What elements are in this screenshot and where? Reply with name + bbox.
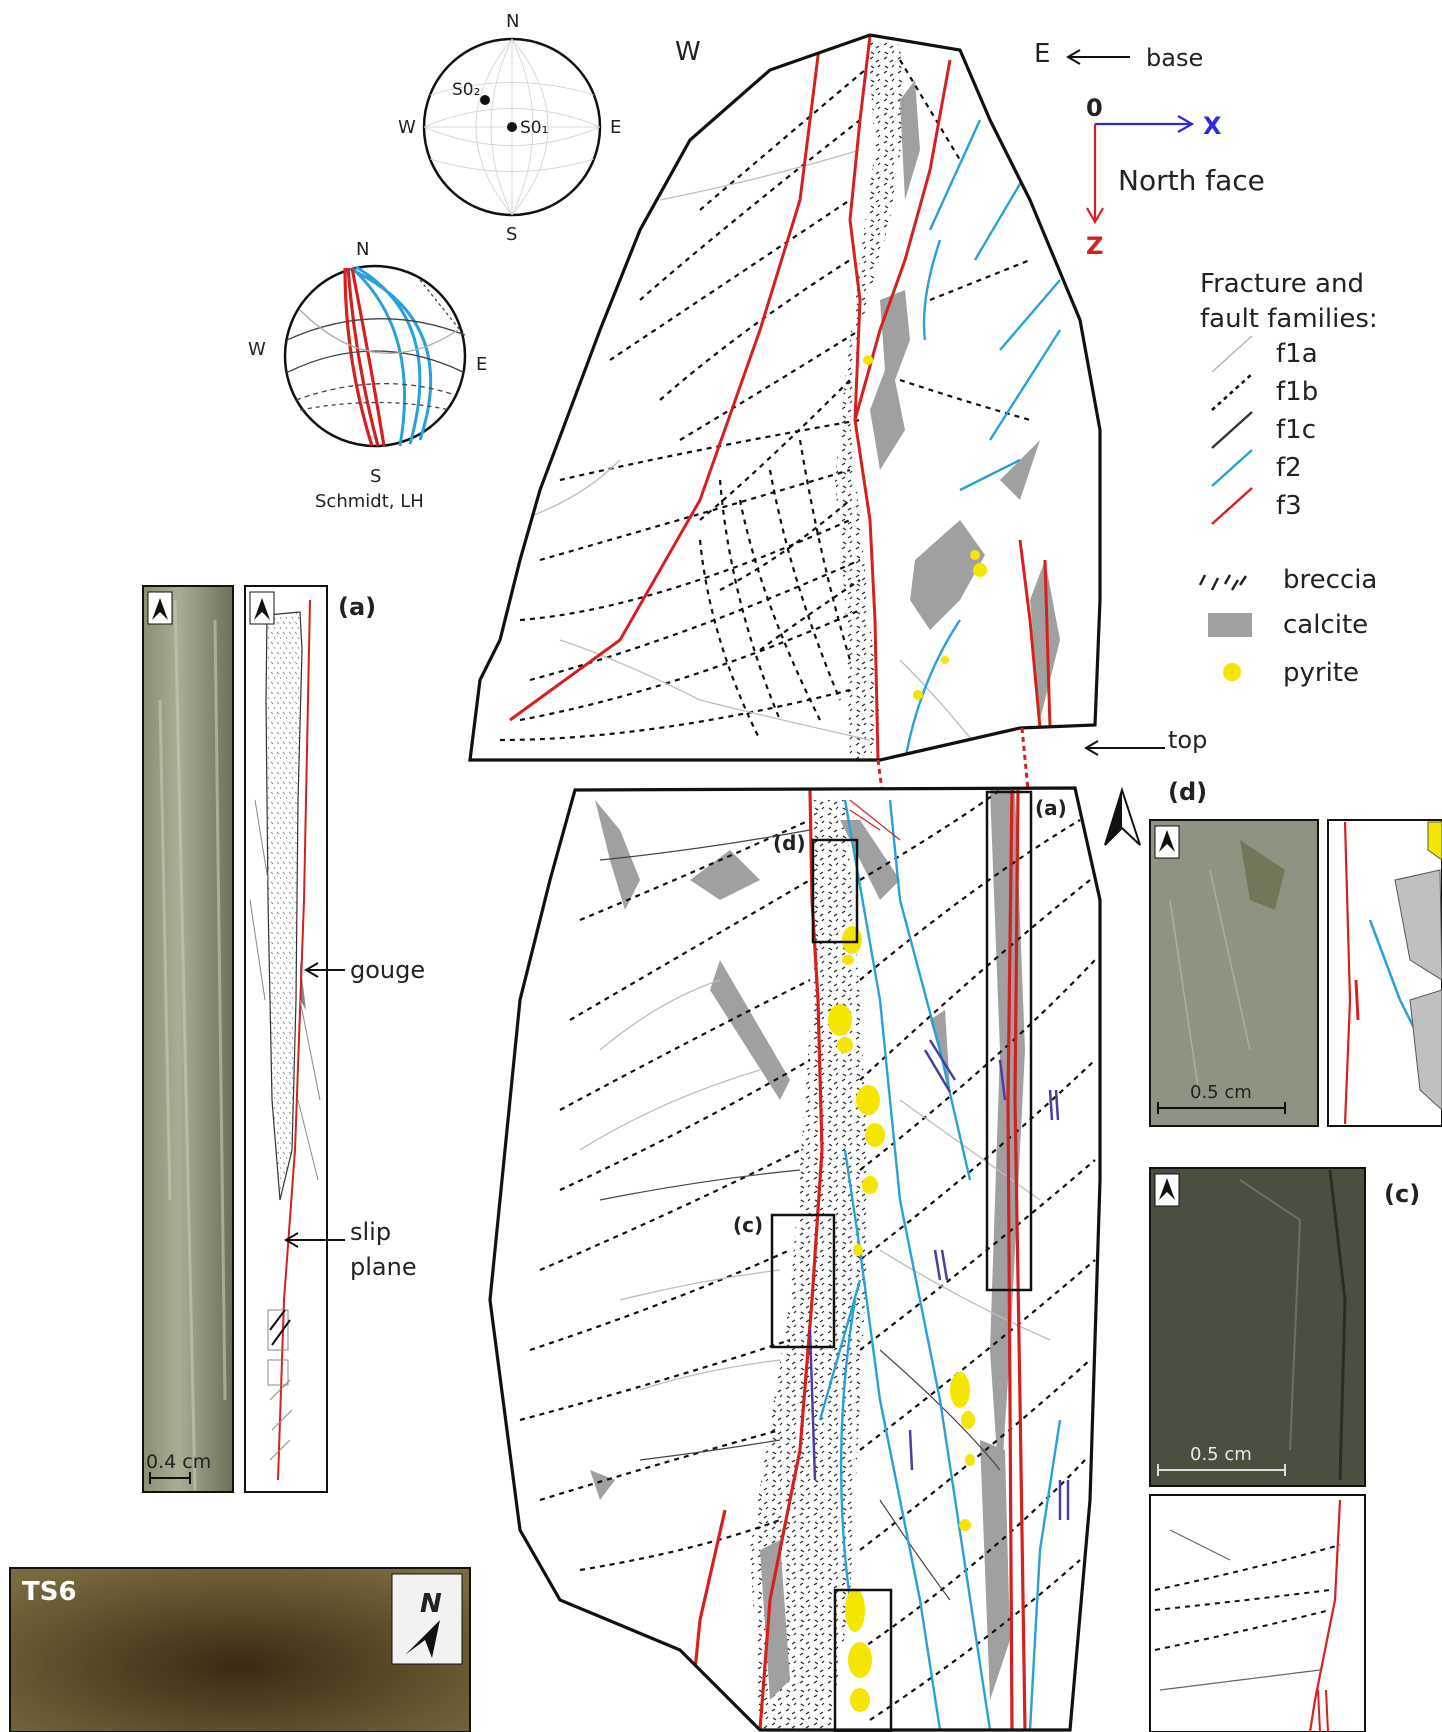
pole-s02-label: S0₂ — [452, 80, 480, 100]
thin-section-ts6: TS6 N — [10, 1568, 470, 1732]
legend-label-f1c: f1c — [1276, 415, 1316, 445]
stereo1-south: S — [506, 224, 517, 245]
legend-breccia-swatch — [1200, 575, 1246, 590]
panel-a: 0.4 cm (a) gouge slip plane — [143, 586, 425, 1492]
east-label: E — [1034, 39, 1050, 69]
legend-swatch-f2 — [1212, 450, 1252, 486]
legend-pyrite-label: pyrite — [1283, 658, 1359, 688]
slip-label-2: plane — [350, 1253, 417, 1281]
pole-s02-point — [480, 95, 490, 105]
stereo2-caption: Schmidt, LH — [315, 491, 424, 512]
pole-s01-label: S0₁ — [520, 118, 548, 138]
legend: Fracture and fault families: f1a f1b f1c f2… — [1200, 269, 1378, 688]
legend-lines: f1a f1b f1c f2 f3 — [1212, 336, 1318, 524]
west-label: W — [675, 37, 701, 67]
stereo1-west: W — [398, 117, 416, 138]
section-label-a: (a) — [1035, 796, 1067, 820]
panel-a-scale: 0.4 cm — [146, 1451, 211, 1473]
gouge-label: gouge — [350, 956, 425, 984]
stereonet-poles: N S E W S0₁ S0₂ — [398, 11, 621, 245]
legend-breccia-label: breccia — [1283, 565, 1377, 595]
panel-d: (d) 0.5 cm — [1150, 778, 1442, 1126]
x-axis-label: X — [1203, 112, 1222, 140]
panel-d-scale: 0.5 cm — [1190, 1082, 1252, 1103]
panel-d-label: (d) — [1168, 778, 1207, 806]
base-label: base — [1146, 44, 1203, 72]
legend-pyrite-swatch — [1223, 663, 1241, 681]
stereo2-north: N — [356, 239, 369, 260]
slip-label-1: slip — [350, 1218, 391, 1246]
north-face-label: North face — [1118, 164, 1265, 197]
origin-label: 0 — [1086, 94, 1103, 122]
stereo1-north: N — [506, 11, 519, 32]
legend-label-f1b: f1b — [1276, 377, 1318, 407]
z-axis-label: Z — [1086, 232, 1103, 260]
panel-c: (c) 0.5 cm — [1150, 1168, 1420, 1732]
panel-c-photo — [1150, 1168, 1365, 1486]
stereonet-planes: N E W S Schmidt, LH — [248, 239, 487, 512]
ts6-north-label: N — [420, 1589, 442, 1619]
sample-map-bottom: (d) (c) (a) — [490, 788, 1100, 1732]
legend-swatch-f1b — [1212, 374, 1252, 410]
stereo2-west: W — [248, 339, 266, 360]
base-arrow — [1068, 50, 1130, 64]
x-axis-arrow — [1095, 116, 1192, 132]
panel-c-scale: 0.5 cm — [1190, 1444, 1252, 1465]
ts6-label: TS6 — [22, 1577, 77, 1607]
panel-a-label: (a) — [338, 593, 376, 621]
legend-title-2: fault families: — [1200, 304, 1378, 334]
pole-s01-point — [507, 122, 517, 132]
legend-label-f3: f3 — [1276, 491, 1302, 521]
legend-label-f2: f2 — [1276, 453, 1302, 483]
stereo1-east: E — [610, 117, 621, 138]
top-arrow — [1086, 741, 1165, 755]
top-label: top — [1168, 726, 1207, 754]
legend-swatch-f1c — [1212, 412, 1252, 448]
legend-calcite-swatch — [1208, 613, 1252, 637]
panel-c-label: (c) — [1384, 1180, 1420, 1208]
z-axis-arrow — [1087, 124, 1103, 222]
legend-swatch-f3 — [1212, 488, 1252, 524]
section-label-d: (d) — [773, 831, 806, 855]
stereo2-east: E — [476, 354, 487, 375]
stereo2-south: S — [370, 466, 381, 487]
panel-d-photo — [1150, 820, 1318, 1126]
legend-swatch-f1a — [1212, 336, 1252, 372]
section-label-c: (c) — [733, 1213, 763, 1237]
legend-title-1: Fracture and — [1200, 269, 1364, 299]
legend-calcite-label: calcite — [1283, 610, 1368, 640]
legend-label-f1a: f1a — [1276, 339, 1318, 369]
